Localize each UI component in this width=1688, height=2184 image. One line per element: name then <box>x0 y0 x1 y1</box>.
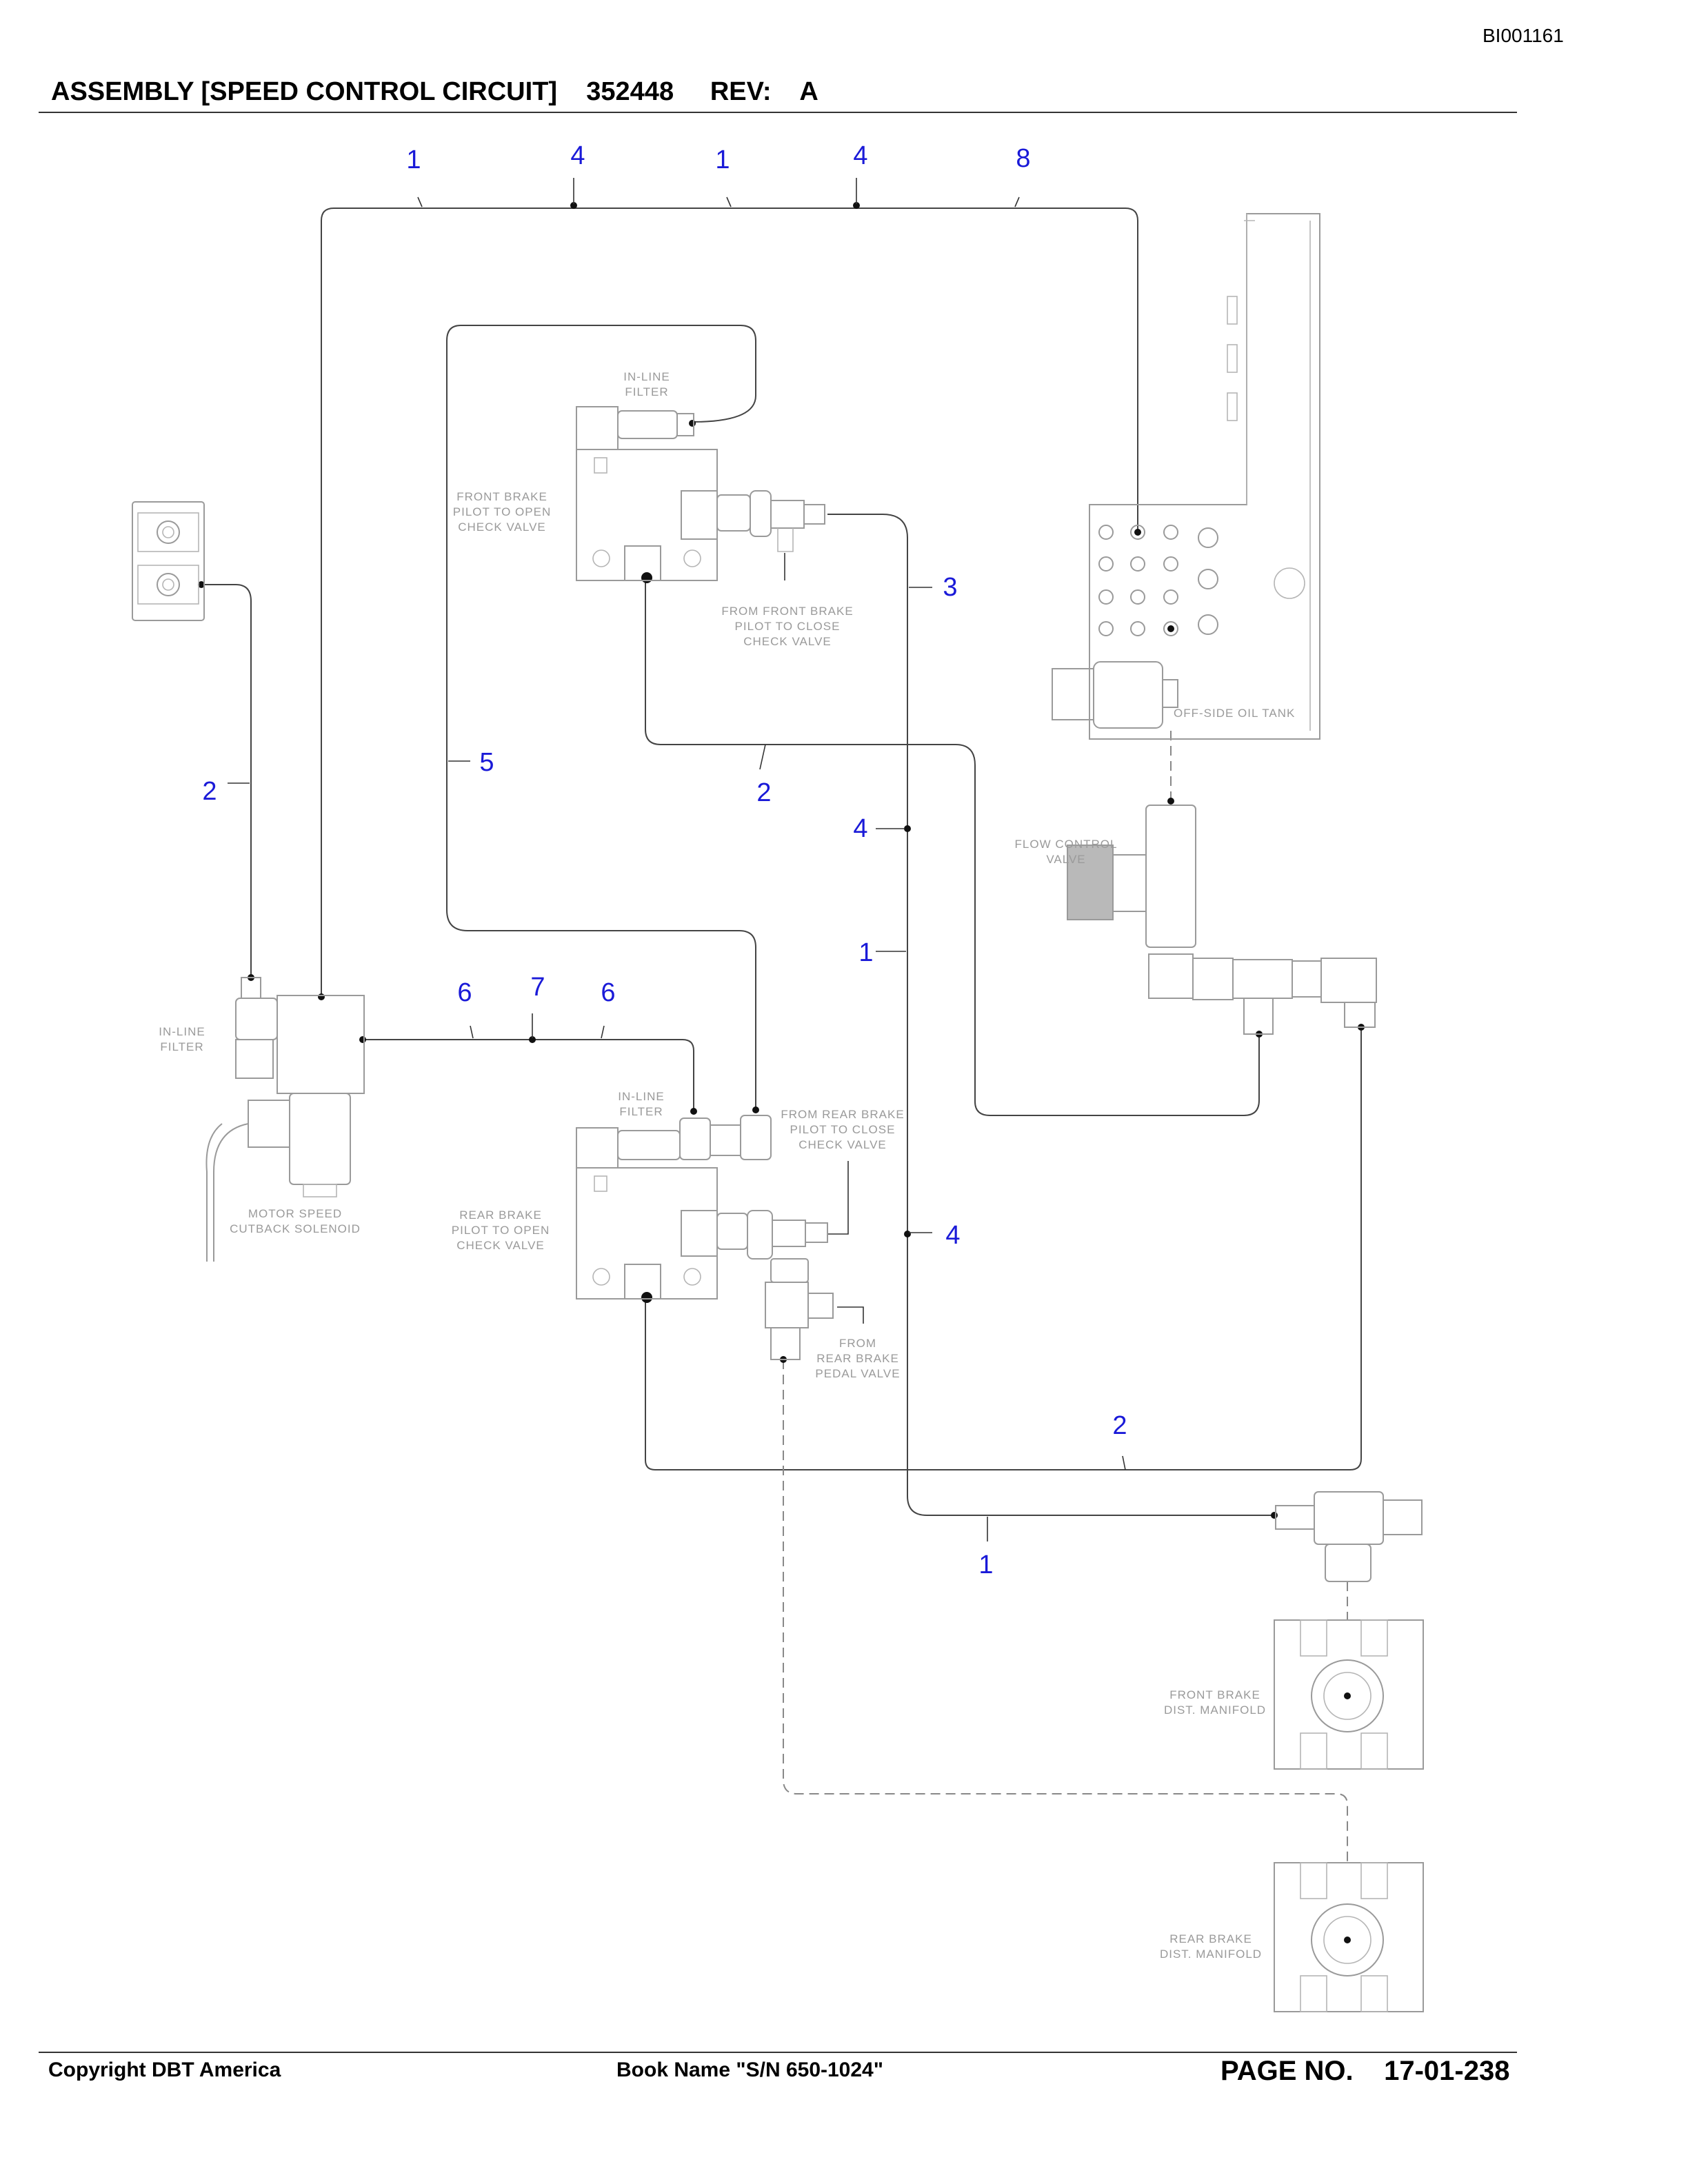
label-rear-brake-open-1: REAR BRAKE <box>459 1209 542 1222</box>
callout-number: 3 <box>943 573 957 602</box>
callout-number: 6 <box>457 978 472 1007</box>
callout-number: 6 <box>601 978 615 1007</box>
label-inline-filter-top-1: IN-LINE <box>623 370 670 383</box>
label-flow-control-2: VALVE <box>1046 853 1085 866</box>
callout-number: 4 <box>570 141 585 170</box>
label-flow-control-1: FLOW CONTROL <box>1015 838 1118 851</box>
label-front-brake-open-3: CHECK VALVE <box>458 520 546 534</box>
manifold-tee-fitting <box>1275 1491 1423 1582</box>
hose-lines <box>201 208 1362 1861</box>
connection-dot <box>198 581 205 588</box>
label-inline-filter-top-2: FILTER <box>625 385 668 398</box>
motor-speed-cutback-solenoid <box>205 977 365 1262</box>
pilot-valve-block-left <box>132 501 205 621</box>
document-id: BI001161 <box>1483 25 1564 46</box>
label-front-brake-close-3: CHECK VALVE <box>743 635 832 648</box>
label-front-brake-close-1: FROM FRONT BRAKE <box>721 605 853 618</box>
label-rear-brake-open-3: CHECK VALVE <box>456 1239 545 1252</box>
header-divider <box>39 112 1517 113</box>
callout-number: 8 <box>1016 144 1030 173</box>
footer-divider <box>39 2052 1517 2053</box>
callout-number: 4 <box>945 1221 960 1250</box>
connection-dot <box>1271 1512 1278 1519</box>
callout-number: 1 <box>406 145 421 174</box>
label-rear-pedal-1: FROM <box>839 1337 876 1350</box>
label-offside-tank: OFF-SIDE OIL TANK <box>1174 707 1295 720</box>
label-front-brake-open-2: PILOT TO OPEN <box>453 505 551 518</box>
label-front-brake-close-2: PILOT TO CLOSE <box>735 620 841 633</box>
label-front-manifold-1: FRONT BRAKE <box>1169 1688 1260 1701</box>
callout-number: 1 <box>978 1550 993 1579</box>
connection-dot <box>1167 798 1174 805</box>
label-rear-pedal-3: PEDAL VALVE <box>815 1367 900 1380</box>
callout-number: 5 <box>479 748 494 777</box>
rear-brake-check-valve <box>576 1115 834 1360</box>
footer-copyright: Copyright DBT America <box>48 2059 281 2081</box>
footer-book-name: Book Name "S/N 650-1024" <box>616 2059 883 2081</box>
connection-dot <box>1344 1937 1351 1943</box>
label-front-brake-open-1: FRONT BRAKE <box>456 490 547 503</box>
connection-dot <box>1134 529 1141 536</box>
callout-number: 1 <box>858 938 873 967</box>
connection-dot <box>529 1036 536 1043</box>
label-rear-brake-close-3: CHECK VALVE <box>798 1138 887 1151</box>
front-brake-manifold <box>1274 1619 1424 1770</box>
label-rear-manifold-2: DIST. MANIFOLD <box>1160 1948 1262 1961</box>
label-inline-filter-mid-2: FILTER <box>619 1105 663 1118</box>
connection-dot <box>904 825 911 832</box>
connection-dot <box>641 572 652 583</box>
callout-number: 2 <box>1112 1411 1127 1440</box>
connection-dot <box>853 202 860 209</box>
connection-dot <box>570 202 577 209</box>
connection-dot <box>641 1292 652 1303</box>
label-rear-brake-close-1: FROM REAR BRAKE <box>781 1108 904 1121</box>
tank-ports <box>1098 525 1305 636</box>
label-inline-filter-left-1: IN-LINE <box>159 1025 205 1038</box>
item-callouts: 1 4 1 4 8 3 5 2 2 4 1 6 7 6 4 2 1 <box>202 141 1127 1579</box>
connection-dot <box>318 993 325 1000</box>
flow-control-valve <box>1067 805 1377 1035</box>
rear-brake-manifold <box>1274 1862 1424 2012</box>
callout-leaders <box>228 178 1126 1541</box>
label-front-manifold-2: DIST. MANIFOLD <box>1164 1703 1266 1717</box>
callout-number: 2 <box>756 778 771 807</box>
callout-number: 4 <box>853 141 867 170</box>
page-title: ASSEMBLY [SPEED CONTROL CIRCUIT] 352448 … <box>51 77 818 106</box>
connection-dot <box>689 420 696 427</box>
connection-dot <box>359 1036 366 1043</box>
off-side-oil-tank <box>1052 213 1320 740</box>
label-motor-solenoid-1: MOTOR SPEED <box>248 1207 342 1220</box>
callout-number: 2 <box>202 777 217 806</box>
callout-number: 4 <box>853 814 867 843</box>
front-brake-check-valve <box>576 406 825 581</box>
label-rear-brake-open-2: PILOT TO OPEN <box>452 1224 550 1237</box>
label-motor-solenoid-2: CUTBACK SOLENOID <box>230 1222 361 1235</box>
connection-dot <box>1167 625 1174 632</box>
label-inline-filter-left-2: FILTER <box>160 1040 203 1053</box>
label-rear-manifold-1: REAR BRAKE <box>1169 1932 1252 1945</box>
callout-number: 7 <box>530 973 545 1002</box>
callout-number: 1 <box>715 145 730 174</box>
connection-points <box>198 202 1365 1943</box>
connection-dot <box>904 1231 911 1237</box>
component-labels: IN-LINE FILTER FRONT BRAKE PILOT TO OPEN… <box>159 370 1295 1961</box>
label-rear-brake-close-2: PILOT TO CLOSE <box>790 1123 896 1136</box>
connection-dot <box>752 1106 759 1113</box>
connection-dot <box>1344 1692 1351 1699</box>
footer-page-number: PAGE NO. 17-01-238 <box>1220 2056 1510 2086</box>
label-inline-filter-mid-1: IN-LINE <box>618 1090 664 1103</box>
connection-dot <box>690 1108 697 1115</box>
label-rear-pedal-2: REAR BRAKE <box>816 1352 899 1365</box>
